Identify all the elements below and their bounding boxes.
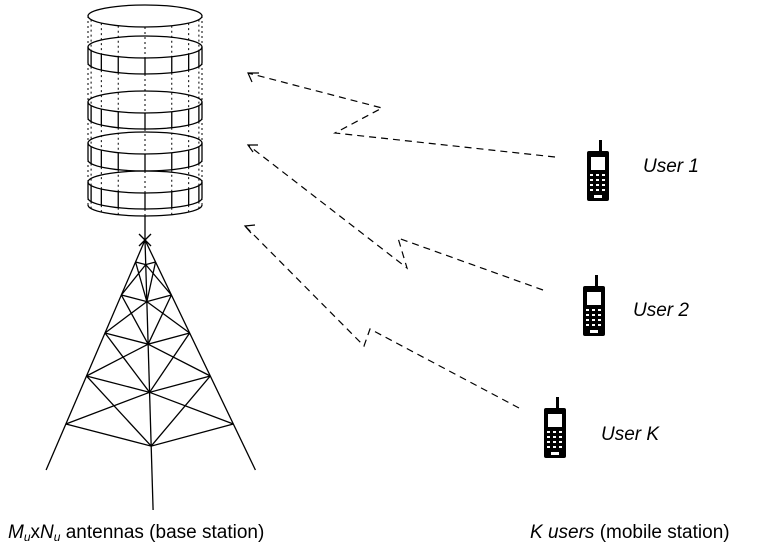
user-1-label: User 1: [643, 156, 699, 177]
arrowhead-2: [246, 144, 258, 153]
caption-m: M: [8, 522, 24, 543]
tower-cross: [146, 301, 191, 334]
array-ring: [87, 90, 203, 114]
array-top-ring: [87, 4, 203, 28]
antenna-array-icon: [87, 4, 203, 240]
array-ring: [87, 131, 203, 155]
caption-sub-u: u: [53, 530, 61, 544]
caption-antennas: antennas (base station): [60, 522, 265, 543]
tower-brace: [65, 423, 234, 447]
tower-cross: [147, 294, 172, 345]
array-ring: [87, 117, 203, 130]
tower-cross: [104, 301, 148, 334]
tower-cross: [146, 261, 157, 302]
tower-cross: [149, 332, 191, 393]
tower-cross: [150, 375, 211, 447]
tower-cross: [86, 375, 152, 447]
tower-cross: [120, 264, 147, 296]
arrowhead-1: [247, 72, 259, 83]
base-station-caption: MuxNu antennas (base station): [8, 522, 264, 544]
tower-cross: [145, 264, 172, 296]
tower-cross: [86, 343, 149, 377]
caption-sub-u: u: [23, 530, 31, 544]
link-user-1: [247, 72, 556, 158]
tower-top: [138, 233, 152, 247]
user-2-label: User 2: [633, 300, 689, 321]
link-user-k: [244, 225, 520, 409]
mobile-phone-icon: [583, 275, 605, 336]
tower-cross: [120, 294, 149, 345]
tower-cross: [104, 332, 151, 393]
link-user-2: [247, 144, 544, 291]
array-ring: [87, 170, 203, 194]
user-k-label: User K: [601, 424, 660, 445]
array-ring: [87, 62, 203, 75]
caption-k-users: K users: [530, 522, 595, 543]
caption-x: x: [30, 522, 41, 543]
tower-cross: [65, 391, 150, 425]
tower-leg: [144, 239, 256, 471]
array-ring: [87, 35, 203, 59]
tower-cross: [134, 261, 148, 302]
array-ring: [87, 197, 203, 210]
arrowhead-k: [243, 224, 256, 234]
tower-cross: [149, 391, 234, 425]
caption-n: N: [40, 522, 54, 543]
caption-mobile-station: (mobile station): [594, 522, 730, 543]
mobile-phone-icon: [544, 397, 566, 458]
tower-leg: [144, 239, 154, 511]
tower-leg: [45, 239, 146, 471]
tower-icon: [45, 233, 256, 511]
mobile-station-caption: K users (mobile station): [530, 522, 730, 544]
mobile-phone-icon: [587, 140, 609, 201]
signal-links: [243, 72, 556, 409]
tower-cross: [147, 343, 211, 377]
